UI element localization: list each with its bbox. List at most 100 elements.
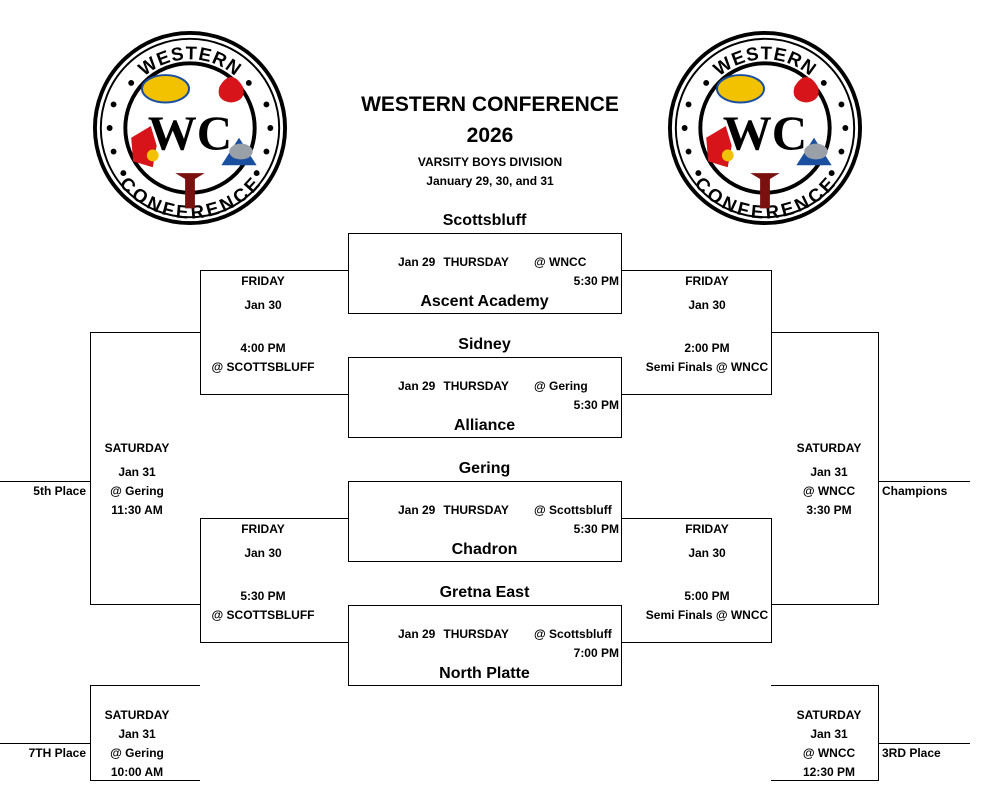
game-date-row: Jan 29 THURSDAY — [398, 627, 509, 641]
game-date: Jan 29 — [398, 503, 436, 517]
game-site: @ Gering — [534, 379, 588, 393]
conference-logo-left: WESTERN CONFERENCE WC — [92, 30, 288, 226]
bracket-line — [621, 518, 771, 519]
friday-site: Semi Finals @ WNCC — [645, 608, 769, 622]
saturday-time: 3:30 PM — [806, 503, 852, 517]
friday-site: @ SCOTTSBLUFF — [211, 608, 315, 622]
placement-label: 7TH Place — [28, 746, 86, 760]
game-time: 5:30 PM — [573, 274, 619, 288]
team-bottom: Alliance — [453, 417, 516, 434]
bracket-line — [771, 780, 878, 781]
team-top: Gering — [458, 460, 511, 477]
bracket-line — [90, 685, 200, 686]
game-date-row: Jan 29 THURSDAY — [398, 379, 509, 393]
game-time: 7:00 PM — [573, 646, 619, 660]
division: VARSITY BOYS DIVISION — [417, 155, 563, 169]
saturday-time: 11:30 AM — [111, 503, 163, 517]
bracket-line — [771, 604, 878, 605]
bracket-line — [878, 743, 970, 744]
placement-label: 5th Place — [33, 484, 86, 498]
bracket-line — [90, 780, 200, 781]
bracket-line — [878, 332, 879, 605]
bracket-line — [90, 685, 91, 781]
game-day: THURSDAY — [443, 255, 509, 269]
friday-time: 5:30 PM — [240, 589, 286, 603]
friday-day: FRIDAY — [241, 274, 285, 288]
year: 2026 — [466, 124, 514, 147]
game-date-row: Jan 29 THURSDAY — [398, 503, 509, 517]
game-site: @ WNCC — [534, 255, 587, 269]
game-date: Jan 29 — [398, 255, 436, 269]
friday-date: Jan 30 — [688, 298, 726, 312]
bracket-line — [621, 270, 771, 271]
bracket-line — [771, 518, 772, 643]
bracket-line — [200, 518, 201, 643]
friday-date: Jan 30 — [688, 546, 726, 560]
bracket-line — [621, 642, 771, 643]
bracket-line — [0, 481, 90, 482]
svg-text:WC: WC — [148, 106, 232, 161]
bracket-line — [878, 685, 879, 781]
bracket-line — [621, 394, 771, 395]
placement-label: 3RD Place — [882, 746, 941, 760]
bracket-line — [200, 518, 348, 519]
page-title: WESTERN CONFERENCE — [361, 93, 619, 116]
saturday-site: @ WNCC — [802, 484, 856, 498]
bracket-line — [771, 685, 878, 686]
saturday-date: Jan 31 — [810, 727, 848, 741]
team-top: Scottsbluff — [442, 212, 527, 229]
game-box — [348, 481, 622, 562]
saturday-site: @ WNCC — [802, 746, 856, 760]
bracket-line — [90, 332, 91, 605]
bracket-line — [200, 642, 348, 643]
saturday-day: SATURDAY — [796, 441, 862, 455]
saturday-day: SATURDAY — [104, 441, 170, 455]
bracket-line — [90, 604, 200, 605]
saturday-time: 10:00 AM — [110, 765, 164, 779]
friday-date: Jan 30 — [244, 298, 282, 312]
game-site: @ Scottsbluff — [534, 503, 612, 517]
game-site: @ Scottsbluff — [534, 627, 612, 641]
saturday-time: 12:30 PM — [802, 765, 856, 779]
svg-text:WC: WC — [723, 106, 807, 161]
game-day: THURSDAY — [443, 379, 509, 393]
game-time: 5:30 PM — [573, 398, 619, 412]
friday-day: FRIDAY — [241, 522, 285, 536]
conference-logo-right: WESTERN CONFERENCE WC — [667, 30, 863, 226]
saturday-site: @ Gering — [110, 746, 164, 760]
saturday-site: @ Gering — [110, 484, 164, 498]
placement-label: Champions — [882, 484, 948, 498]
game-time: 5:30 PM — [573, 522, 619, 536]
dates: January 29, 30, and 31 — [426, 174, 554, 188]
bracket-line — [200, 270, 348, 271]
friday-day: FRIDAY — [685, 522, 729, 536]
friday-time: 5:00 PM — [684, 589, 730, 603]
bracket-line — [878, 481, 970, 482]
game-day: THURSDAY — [443, 503, 509, 517]
team-top: Sidney — [458, 336, 511, 353]
saturday-date: Jan 31 — [118, 727, 156, 741]
friday-time: 2:00 PM — [684, 341, 730, 355]
bracket-line — [90, 332, 200, 333]
game-date: Jan 29 — [398, 627, 436, 641]
friday-site: Semi Finals @ WNCC — [645, 360, 769, 374]
team-bottom: North Platte — [439, 665, 530, 682]
game-date: Jan 29 — [398, 379, 436, 393]
game-box — [348, 357, 622, 438]
friday-site: @ SCOTTSBLUFF — [211, 360, 315, 374]
game-box — [348, 233, 622, 314]
bracket-line — [0, 743, 90, 744]
saturday-day: SATURDAY — [796, 708, 862, 722]
team-bottom: Ascent Academy — [420, 293, 549, 310]
game-day: THURSDAY — [443, 627, 509, 641]
friday-day: FRIDAY — [685, 274, 729, 288]
game-date-row: Jan 29 THURSDAY — [398, 255, 509, 269]
saturday-day: SATURDAY — [104, 708, 170, 722]
bracket-line — [200, 270, 201, 395]
friday-time: 4:00 PM — [240, 341, 286, 355]
team-top: Gretna East — [439, 584, 530, 601]
game-box — [348, 605, 622, 686]
saturday-date: Jan 31 — [118, 465, 156, 479]
bracket-line — [200, 394, 348, 395]
